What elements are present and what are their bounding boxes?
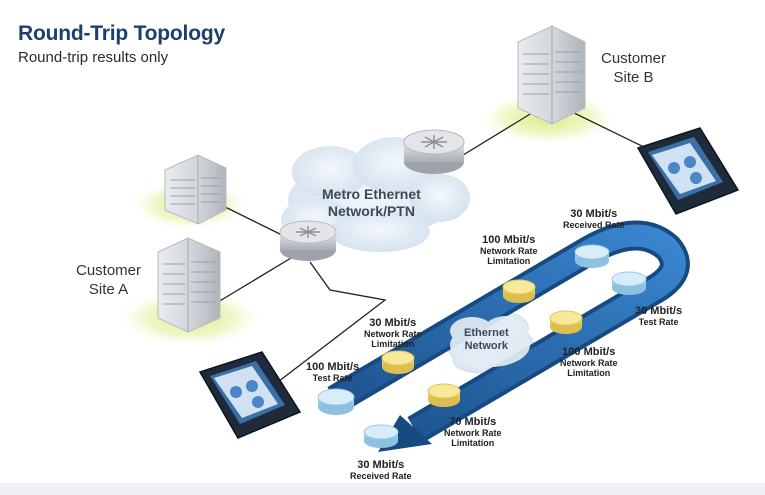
label-value: 100 Mbit/s	[306, 361, 360, 373]
label-value: 70 Mbit/s	[449, 416, 497, 428]
ethernet-cloud-line1: Ethernet	[464, 327, 509, 339]
ethernet-cloud-line2: Network	[464, 340, 509, 353]
bottom-strip	[0, 483, 765, 495]
node-limit-100-top	[502, 279, 536, 303]
label-value: 30 Mbit/s	[369, 317, 417, 329]
node-test-rate-b	[611, 271, 647, 295]
router-icon	[403, 129, 465, 174]
test-instrument-icon	[636, 127, 740, 215]
building-icon	[164, 154, 227, 225]
site-b-line1: Customer	[601, 50, 667, 67]
site-a-line2: Site A	[88, 280, 129, 298]
label-value: 30 Mbit/s	[357, 459, 405, 471]
label-desc: Limitation	[371, 339, 415, 350]
label-desc: Limitation	[567, 368, 611, 379]
node-limit-70	[427, 383, 461, 407]
building-icon	[517, 25, 586, 125]
building-icon	[157, 237, 221, 333]
site-a-label: Customer Site A	[76, 262, 141, 300]
label-desc: Limitation	[487, 256, 531, 267]
node-limit-100-bottom	[549, 310, 583, 334]
test-instrument-icon	[198, 351, 302, 439]
label-limit-30: 30 Mbit/s Network Rate Limitation	[364, 317, 422, 349]
label-desc: Limitation	[451, 438, 495, 449]
label-desc: Network Rate	[560, 358, 618, 369]
label-desc: Received Rate	[350, 471, 412, 482]
node-limit-30	[381, 350, 415, 374]
page-title: Round-Trip Topology	[18, 22, 225, 45]
ethernet-cloud-overlay	[450, 316, 530, 367]
label-desc: Test Rate	[638, 317, 679, 328]
router-icon	[279, 220, 337, 261]
label-desc: Test Rate	[312, 373, 353, 384]
site-a-line1: Customer	[76, 262, 142, 279]
label-desc: Network Rate	[364, 329, 422, 340]
page-subtitle: Round-trip results only	[18, 49, 169, 66]
metro-cloud-line1: Metro Ethernet	[322, 186, 421, 202]
label-desc: Network Rate	[480, 246, 538, 257]
node-test-rate-a	[317, 388, 355, 415]
label-value: 100 Mbit/s	[482, 234, 536, 246]
node-received-top	[574, 244, 610, 268]
node-received-bottom	[363, 424, 399, 448]
metro-cloud-line2: Network/PTN	[327, 202, 415, 219]
ethernet-cloud-label: Ethernet Network	[464, 327, 509, 353]
site-b-label: Customer Site B	[601, 50, 666, 88]
label-received-bottom: 30 Mbit/s Received Rate	[350, 459, 412, 481]
label-test-rate-b: 30 Mbit/s Test Rate	[635, 305, 682, 327]
label-test-rate-a: 100 Mbit/s Test Rate	[306, 361, 359, 383]
metro-cloud-label: Metro Ethernet Network/PTN	[322, 186, 421, 220]
label-desc: Received Rate	[563, 220, 625, 231]
label-value: 30 Mbit/s	[570, 208, 618, 220]
label-received-top: 30 Mbit/s Received Rate	[563, 208, 625, 230]
network-links	[214, 107, 651, 389]
site-b-line2: Site B	[613, 68, 654, 86]
label-value: 100 Mbit/s	[562, 346, 616, 358]
label-limit-100-bottom: 100 Mbit/s Network Rate Limitation	[560, 346, 618, 378]
label-limit-70: 70 Mbit/s Network Rate Limitation	[444, 416, 502, 448]
label-desc: Network Rate	[444, 428, 502, 439]
label-value: 30 Mbit/s	[635, 305, 683, 317]
label-limit-100-top: 100 Mbit/s Network Rate Limitation	[480, 234, 538, 266]
